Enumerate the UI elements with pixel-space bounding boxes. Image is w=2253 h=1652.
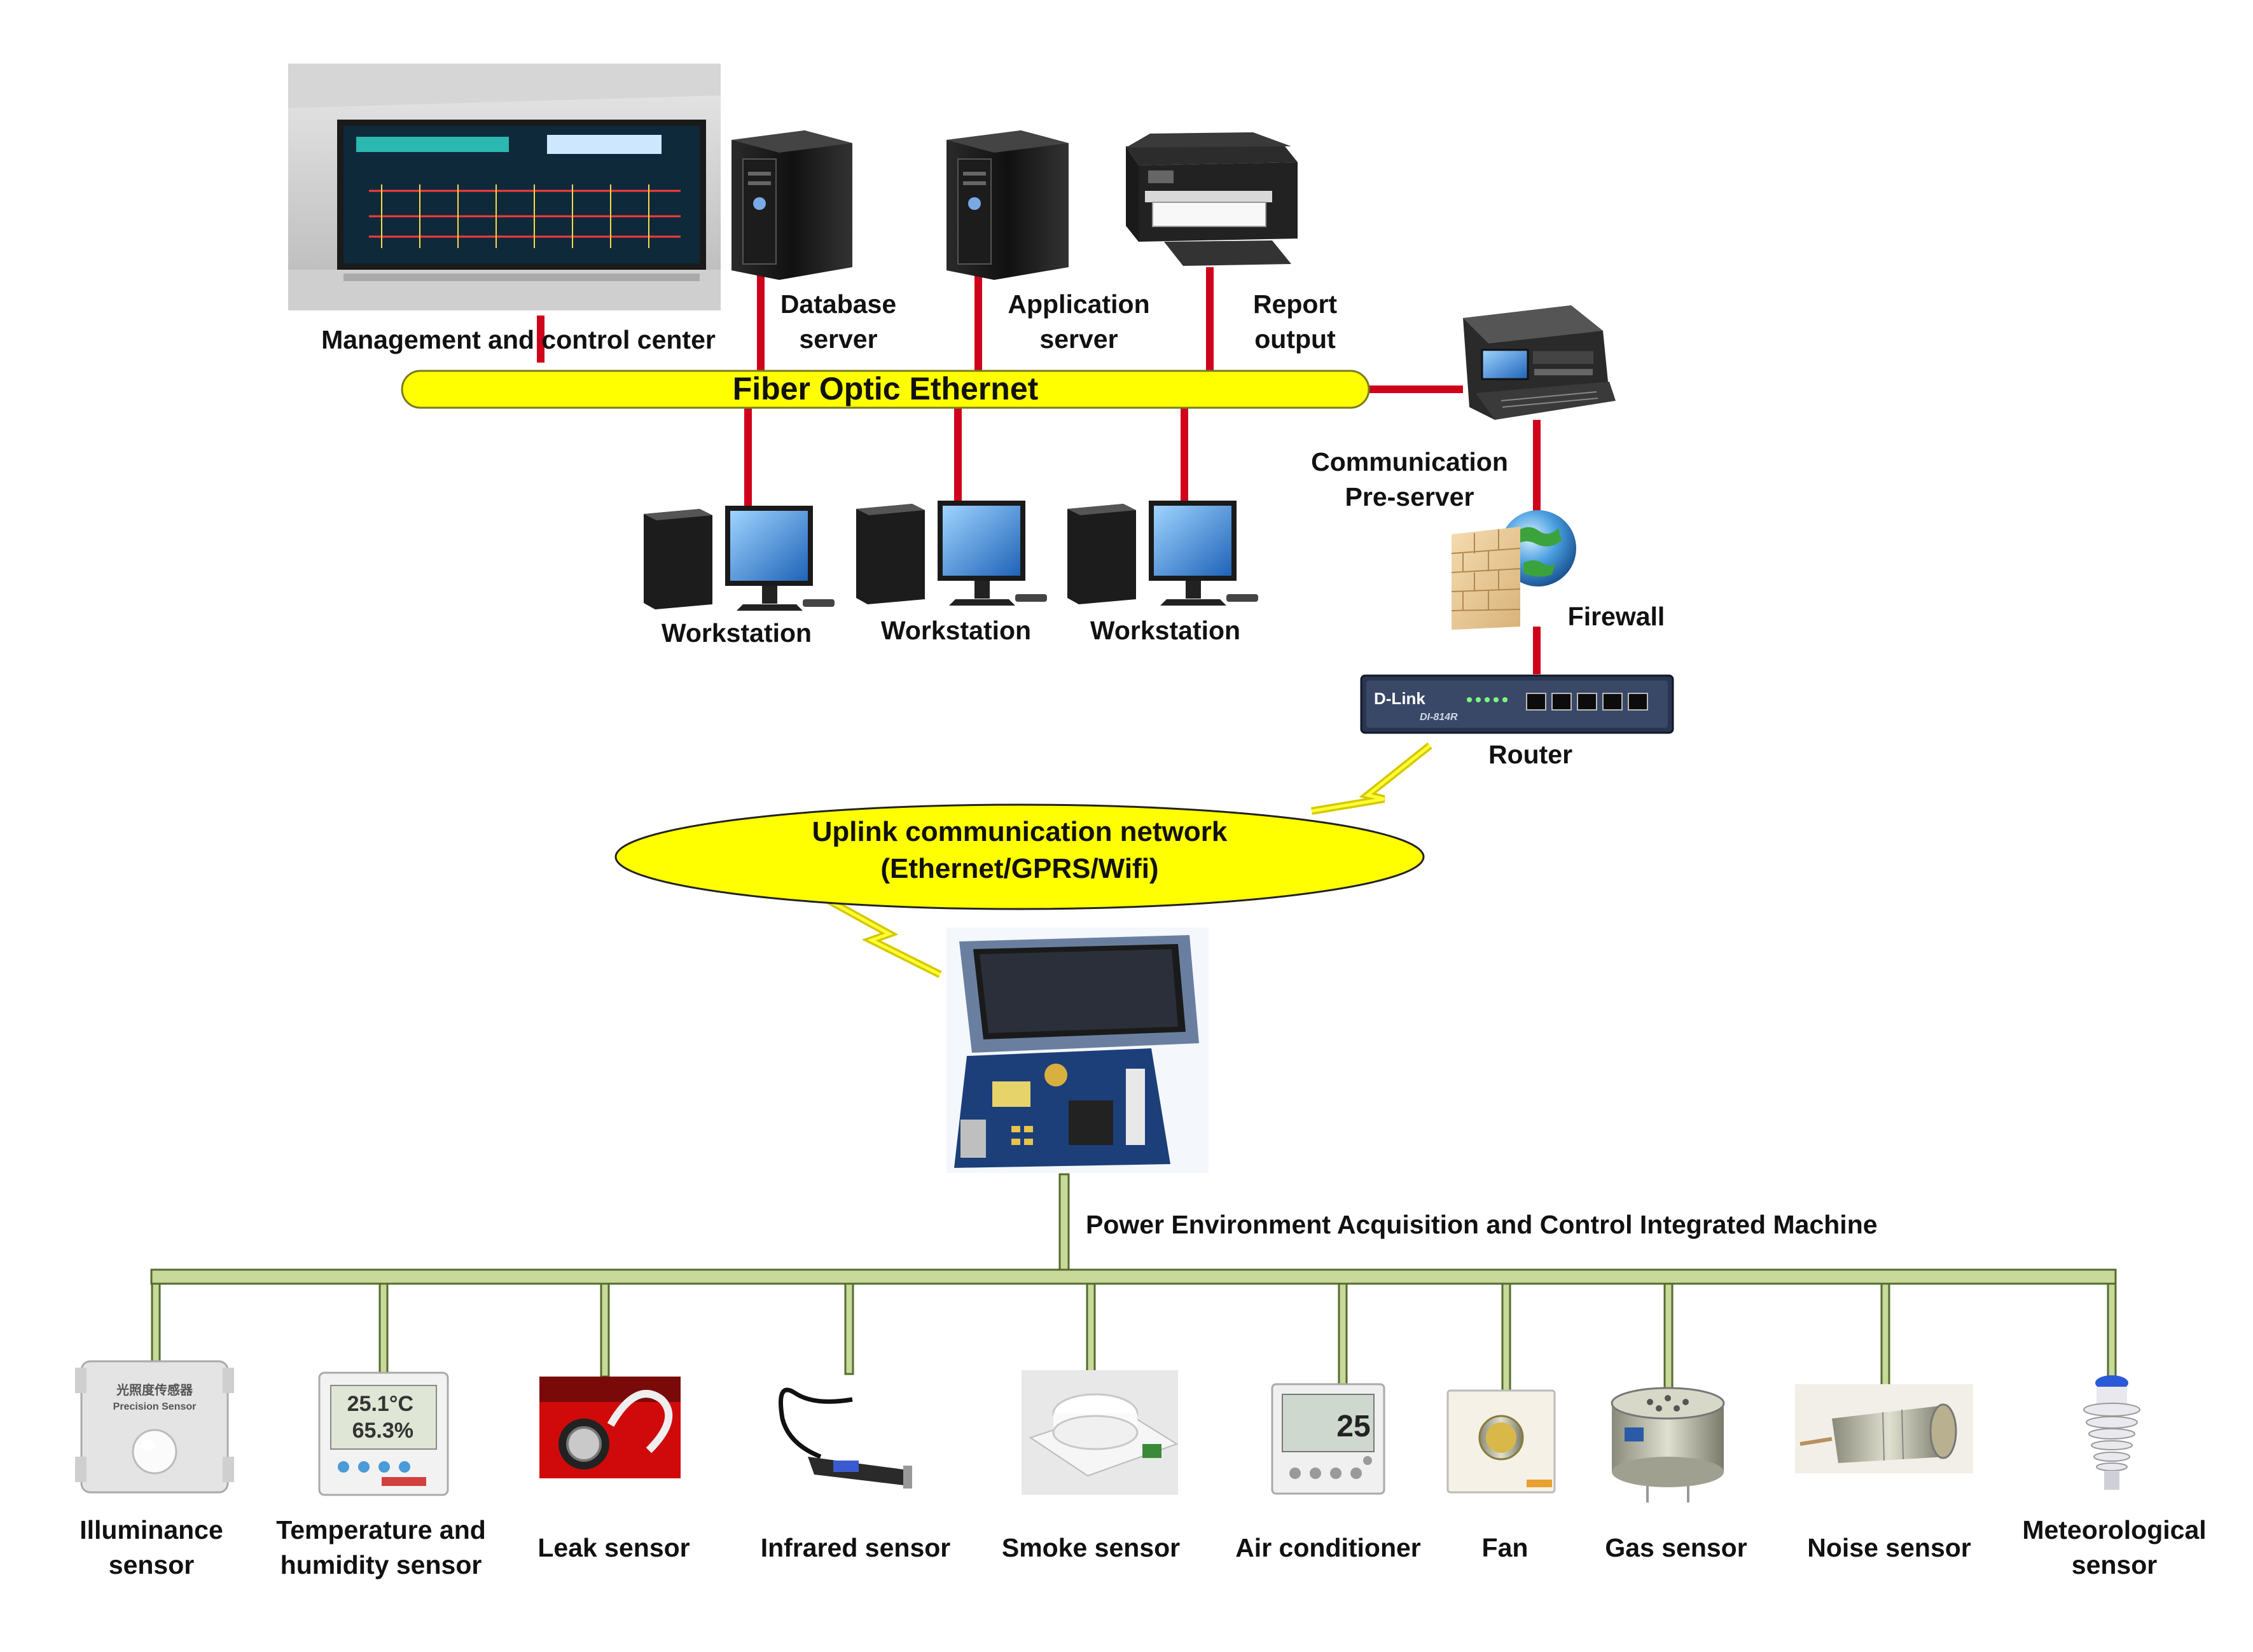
wireless-bolt-router-inner	[1311, 744, 1431, 813]
sensor-label-4: Infrared sensor	[761, 1533, 951, 1562]
smoke-sensor-icon	[1022, 1370, 1179, 1495]
printer-icon	[1126, 132, 1298, 266]
aircon-controller-icon: 25	[1271, 1383, 1385, 1495]
management-label: Management and control center	[321, 325, 716, 354]
aircon-reading: 25	[1336, 1410, 1370, 1443]
database-label-2: server	[799, 324, 877, 354]
sensor-label-1b: sensor	[109, 1550, 194, 1579]
uplink-network: Uplink communication network (Ethernet/G…	[614, 803, 1425, 910]
sensor-label-6: Air conditioner	[1235, 1533, 1421, 1562]
comm-label-1: Communication	[1311, 447, 1508, 476]
sensor-label-9: Noise sensor	[1807, 1533, 1971, 1562]
meteorological-sensor-icon	[2083, 1375, 2140, 1490]
router-model: DI-814R	[1420, 712, 1458, 723]
comm-label-2: Pre-server	[1345, 482, 1474, 511]
machine-label: Power Environment Acquisition and Contro…	[1086, 1210, 1878, 1239]
router-brand: D-Link	[1374, 689, 1425, 708]
gas-sensor-icon	[1611, 1387, 1725, 1503]
sensor-label-2a: Temperature and	[276, 1515, 486, 1544]
application-label-1: Application	[1008, 289, 1149, 319]
noise-sensor-icon	[1795, 1384, 1973, 1473]
sensor-label-5: Smoke sensor	[1002, 1533, 1180, 1562]
workstation-label-3: Workstation	[1090, 616, 1240, 645]
illuminance-text-cn: 光照度传感器	[116, 1382, 193, 1398]
sensor-label-3: Leak sensor	[537, 1533, 690, 1562]
comm-preserver-icon	[1463, 305, 1616, 420]
uplink-line-1: Uplink communication network	[812, 816, 1228, 847]
workstation-1-icon	[644, 506, 835, 611]
thermo-hygrometer-icon: 25.1°C 65.3%	[318, 1371, 449, 1496]
firewall-icon	[1451, 510, 1576, 630]
workstation-label-1: Workstation	[662, 618, 812, 648]
sensor-drops	[151, 1282, 2117, 1393]
application-server-icon	[946, 130, 1069, 280]
integrated-machine-image	[946, 927, 1209, 1173]
report-label-2: output	[1254, 324, 1336, 354]
application-label-2: server	[1039, 324, 1118, 354]
router-icon: D-Link DI-814R	[1360, 674, 1674, 734]
illuminance-sensor-icon: 光照度传感器 Precision Sensor	[75, 1360, 234, 1494]
sensor-label-2b: humidity sensor	[281, 1550, 482, 1579]
sensor-label-1a: Illuminance	[80, 1515, 223, 1544]
thermo-reading-1: 25.1°C	[347, 1392, 413, 1416]
database-server-icon	[731, 130, 852, 280]
lower-bus	[150, 1173, 2117, 1285]
upper-links	[537, 267, 1541, 674]
workstation-2-icon	[856, 501, 1047, 606]
wireless-bolt-machine-inner	[827, 898, 941, 976]
sensor-label-10b: sensor	[2072, 1550, 2157, 1579]
fiber-optic-bus: Fiber Optic Ethernet	[401, 370, 1370, 409]
illuminance-text-en: Precision Sensor	[113, 1401, 197, 1412]
firewall-label: Firewall	[1568, 602, 1665, 631]
sensor-label-10a: Meteorological	[2022, 1515, 2206, 1544]
workstation-label-2: Workstation	[881, 616, 1031, 645]
thermo-reading-2: 65.3%	[352, 1419, 413, 1443]
workstation-3-icon	[1067, 501, 1258, 606]
router-label: Router	[1488, 740, 1572, 769]
management-center-image	[288, 64, 721, 310]
sensor-label-7: Fan	[1482, 1533, 1529, 1562]
bus-label: Fiber Optic Ethernet	[733, 371, 1039, 406]
report-label-1: Report	[1253, 289, 1337, 319]
database-label-1: Database	[780, 289, 896, 319]
leak-sensor-icon	[539, 1377, 681, 1478]
uplink-line-2: (Ethernet/GPRS/Wifi)	[880, 853, 1158, 884]
infrared-sensor-icon	[779, 1387, 912, 1489]
sensor-label-8: Gas sensor	[1605, 1533, 1747, 1562]
fan-controller-icon	[1446, 1389, 1556, 1494]
